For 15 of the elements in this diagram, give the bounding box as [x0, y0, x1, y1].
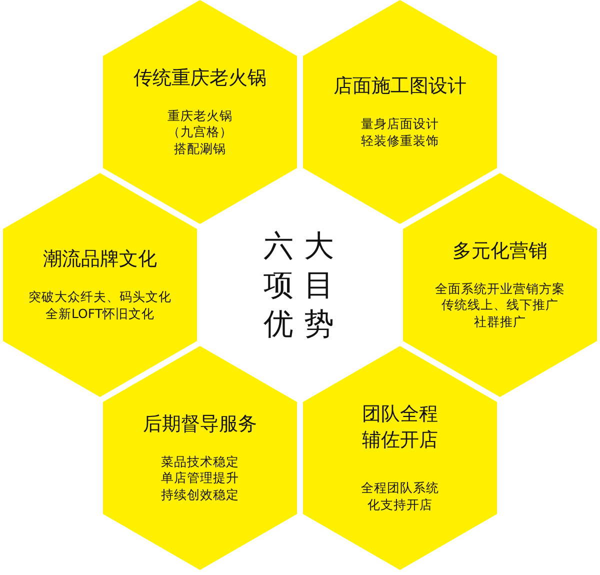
hexagon-text: 菜品技术稳定单店管理提升持续创效稳定: [160, 454, 240, 504]
hexagon-text: 量身店面设计轻装修重装饰: [360, 116, 440, 150]
hexagon-title: 传统重庆老火锅: [134, 66, 266, 91]
hexagon-title: 潮流品牌文化: [43, 247, 157, 272]
hexagon-text: 突破大众纤夫、码头文化全新LOFT怀旧文化: [28, 288, 172, 323]
hexagon-title: 团队全程辅佐开店: [361, 402, 439, 454]
hexagon-title: 店面施工图设计: [334, 74, 466, 100]
hexagon-text: 全程团队系统化支持开店: [360, 480, 440, 514]
hexagon-title: 多元化营销: [452, 238, 548, 264]
hexagon-text: 全面系统开业营销方案: [435, 280, 565, 298]
hexagon-text: 传统线上、线下推广: [442, 297, 558, 314]
hexagon-text: 重庆老火锅（九宫格）搭配涮锅: [166, 108, 234, 158]
hexagon-title: 后期督导服务: [143, 412, 257, 437]
hexagon-text: 社群推广: [474, 314, 526, 332]
center-title: 六大项目优势: [262, 228, 346, 344]
